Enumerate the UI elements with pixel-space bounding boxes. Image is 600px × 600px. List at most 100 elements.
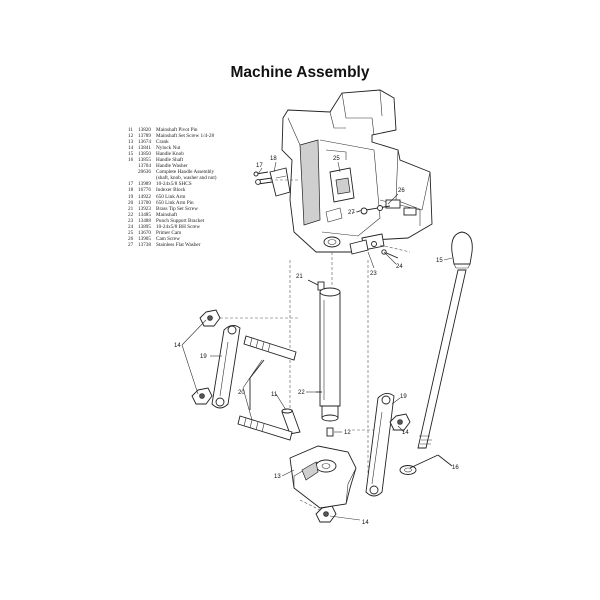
part-code: 13989	[138, 181, 151, 188]
part-number-callout: 21	[128, 205, 134, 212]
callout-12: 12	[344, 430, 351, 436]
parts-list-row: 13704 Handle Washer	[128, 163, 296, 169]
callout-24: 24	[396, 264, 403, 270]
part-description: 10-24x5/8 BH Screw	[156, 223, 201, 230]
part-number-callout: 27	[128, 241, 134, 248]
parts-list-row: 25 13670 Primer Cam	[128, 230, 296, 236]
part-number-callout: 11	[128, 127, 133, 133]
part-description: 650 Link Arm Pin	[156, 199, 194, 206]
part-description: Primer Cam	[156, 229, 182, 236]
crank	[289, 445, 357, 509]
callout-21: 21	[296, 274, 303, 280]
part-code: 13488	[138, 217, 151, 224]
handle-shaft	[399, 269, 467, 475]
callout-19-right: 19	[400, 394, 407, 400]
part-code: 13485	[138, 211, 151, 218]
callout-17: 17	[256, 163, 263, 169]
part-description: 650 Link Arm	[156, 193, 186, 200]
callout-20: 20	[238, 390, 245, 396]
part-code: 13670	[138, 229, 151, 236]
callout-22: 22	[298, 390, 305, 396]
part-description: Indexer Block	[156, 187, 186, 194]
part-description: Mainshaft Set Screw 1/4-28	[156, 133, 215, 140]
parts-list-row: 13 13674 Crank	[128, 139, 296, 145]
callout-16: 16	[452, 465, 459, 471]
part-code: 13855	[138, 157, 151, 164]
part-description: Complete Handle Assembly	[156, 169, 215, 176]
callout-14-left: 14	[174, 343, 181, 349]
part-description: 10-24x5/8 SHCS	[156, 181, 192, 188]
callout-19-left: 19	[200, 354, 207, 360]
parts-list-row: 24 13895 10-24x5/8 BH Screw	[128, 224, 296, 230]
part-code: 20636	[138, 169, 151, 176]
nylock-nuts	[191, 309, 411, 523]
callout-27: 27	[348, 210, 355, 216]
part-code: 16776	[138, 187, 151, 194]
link-arm-left	[211, 325, 241, 409]
part-description: Brass Tip Set Screw	[156, 205, 198, 212]
part-code: 13700	[138, 199, 151, 206]
parts-list-row: 19 14922 650 Link Arm	[128, 194, 296, 200]
part-number-callout: 25	[128, 229, 134, 236]
part-code: 13738	[138, 241, 151, 248]
primer-cam	[325, 167, 355, 223]
callout-labels: 11 12 13 14 14 14 15 16 17 18 19 19 20 2…	[174, 156, 459, 526]
part-description: Cam Screw	[156, 235, 181, 242]
callout-14-bottom: 14	[362, 520, 369, 526]
callout-26: 26	[398, 188, 405, 194]
parts-list-row: 21 13923 Brass Tip Set Screw	[128, 206, 296, 212]
part-description: Handle Washer	[156, 163, 188, 170]
part-code: 13895	[138, 223, 151, 230]
callout-15: 15	[436, 258, 443, 264]
part-number-callout: 23	[128, 217, 134, 224]
part-description: Handle Shaft	[156, 157, 184, 164]
mainshaft-pivot-pin	[281, 408, 301, 435]
part-number-callout: 26	[128, 235, 134, 242]
part-code: 13905	[138, 235, 151, 242]
parts-list-row: (shaft, knob, washer and nut)	[128, 175, 296, 181]
part-description: Punch Support Bracket	[156, 217, 205, 224]
link-arm-pins	[237, 335, 297, 441]
part-code: 13841	[138, 145, 151, 152]
part-number-callout: 15	[128, 151, 134, 158]
mainshaft-set-screw	[326, 427, 334, 437]
part-code: 13923	[138, 205, 151, 212]
diagram-title: Machine Assembly	[230, 64, 370, 81]
cam-screw	[351, 205, 391, 215]
callout-11: 11	[271, 392, 278, 398]
link-arm-right	[365, 393, 395, 497]
part-description: Stainless Flat Washer	[156, 241, 201, 248]
punch-support-bracket	[349, 233, 399, 259]
part-number-callout: 24	[128, 223, 134, 230]
part-code: 14922	[138, 193, 151, 200]
part-description: Crank	[156, 139, 169, 146]
parts-list-row: 26 13905 Cam Screw	[128, 236, 296, 242]
parts-list-row: 20 13700 650 Link Arm Pin	[128, 200, 296, 206]
callout-18: 18	[270, 156, 277, 162]
part-number-callout: 19	[128, 193, 134, 200]
part-number-callout: 20	[128, 199, 134, 206]
parts-list-row: 27 13738 Stainless Flat Washer	[128, 242, 296, 248]
part-code: 13820	[138, 127, 151, 133]
parts-list-row: 23 13488 Punch Support Bracket	[128, 218, 296, 224]
part-description: Mainshaft	[156, 211, 178, 218]
part-number-callout: 13	[128, 139, 134, 146]
part-code: 13704	[138, 163, 151, 170]
part-code: 13674	[138, 139, 151, 146]
callout-13: 13	[274, 474, 281, 480]
callout-14-right: 14	[402, 430, 409, 436]
part-description: Handle Knob	[156, 151, 184, 158]
mainshaft	[316, 287, 341, 422]
frame-casting	[281, 89, 433, 253]
part-code: 13850	[138, 151, 151, 158]
handle-knob	[451, 231, 473, 269]
